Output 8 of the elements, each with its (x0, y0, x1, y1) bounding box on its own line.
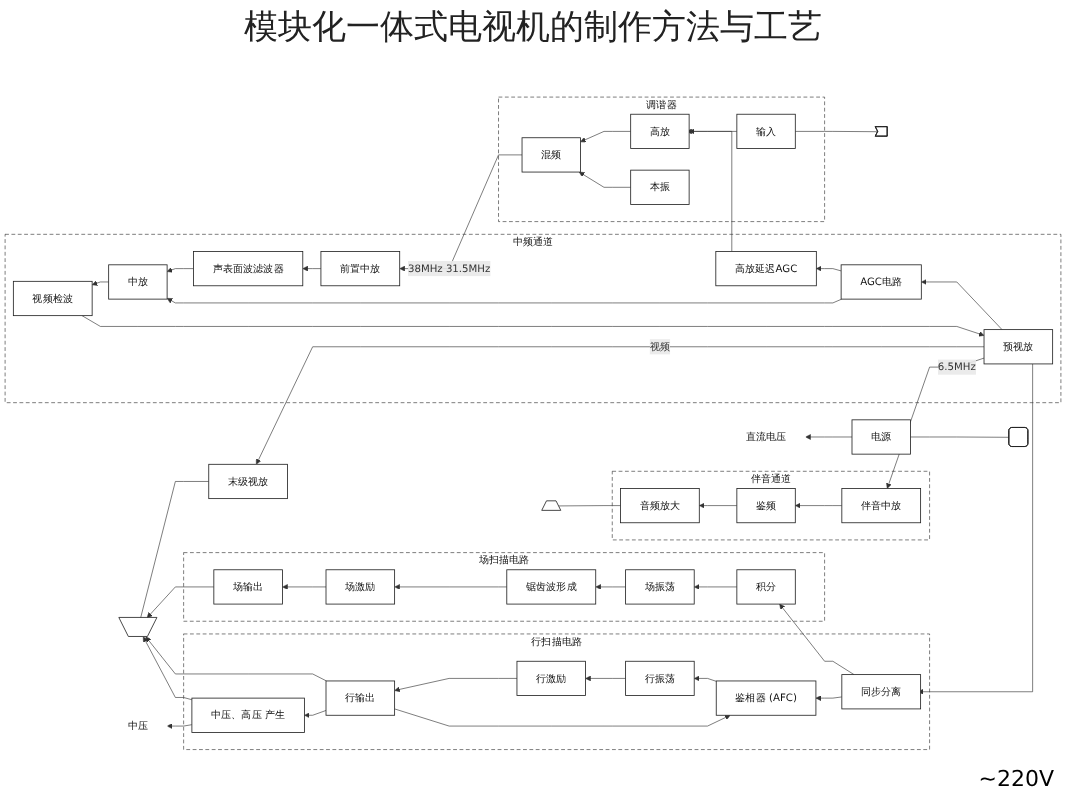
connector (794, 131, 879, 133)
node-tube (118, 617, 158, 638)
connector (910, 437, 1010, 439)
voltage-label: ~220V (978, 766, 1054, 792)
connector (558, 505, 621, 507)
diagram-title: 模块化一体式电视机的制作方法与工艺 (242, 6, 824, 50)
connector (140, 481, 210, 619)
node-speaker (541, 501, 562, 512)
